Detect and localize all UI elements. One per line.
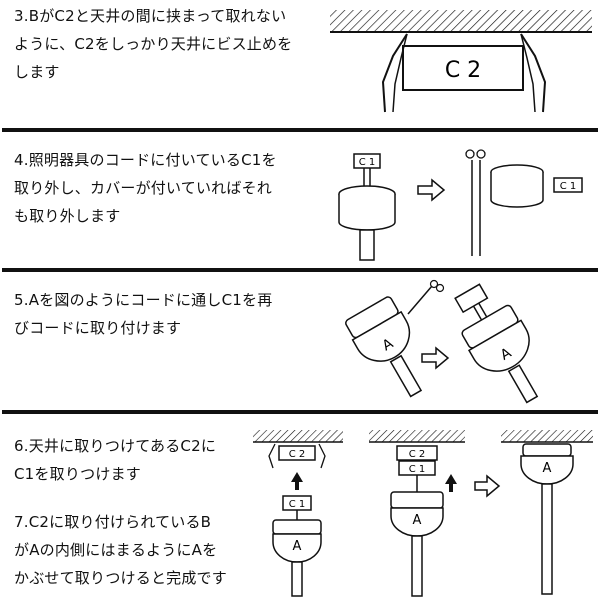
step-7-text: 7.C2に取り付けられているB がAの内側にはまるようにAを かぶせて取りつける… (14, 508, 227, 592)
c2-label-fig2: C 2 (409, 449, 426, 460)
arrow-up-icon (445, 474, 457, 492)
c2-label: C 2 (445, 58, 481, 83)
step-4-illustration: C 1 C 1 (338, 149, 583, 261)
arrow-right-icon (421, 346, 450, 370)
divider-3 (2, 410, 598, 414)
a-label-fig1: A (293, 539, 302, 554)
c1-label-a: C 1 (359, 157, 376, 168)
b-spring-left (381, 33, 408, 113)
step-4: 4.照明器具のコードに付いているC1を 取り外し、カバーが付いていればそれ も取… (0, 134, 600, 266)
step-5-illustration: A A (345, 279, 539, 404)
divider-1 (2, 128, 598, 132)
step-3: 3.BがC2と天井の間に挟まって取れない ように、C2をしっかり天井にビス止めを… (0, 0, 600, 128)
step-7-line-3: かぶせて取りつけると完成です (14, 569, 227, 587)
step-7-line-2: がAの内側にはまるようにAを (14, 541, 218, 559)
step-4-line-1: 4.照明器具のコードに付いているC1を (14, 151, 277, 169)
a-label-fig3: A (543, 461, 552, 476)
step-3-text: 3.BがC2と天井の間に挟まって取れない ように、C2をしっかり天井にビス止めを… (14, 2, 292, 86)
step-6-line-1: 6.天井に取りつけてあるC2に (14, 437, 217, 455)
c1-label-fig2: C 1 (409, 464, 426, 475)
divider-2 (2, 268, 598, 272)
c1-label-fig1: C 1 (289, 499, 306, 510)
step-5: 5.Aを図のようにコードに通しC1を再 びコードに取り付けます A A (0, 274, 600, 410)
ceiling-hatch (330, 10, 592, 32)
step-6-text: 6.天井に取りつけてあるC2に C1を取りつけます (14, 432, 216, 488)
arrow-up-icon (291, 472, 303, 490)
step-4-line-2: 取り外し、カバーが付いていればそれ (14, 179, 272, 197)
step-5-line-2: びコードに取り付けます (14, 319, 182, 337)
step-4-text: 4.照明器具のコードに付いているC1を 取り外し、カバーが付いていればそれ も取… (14, 146, 277, 230)
step-3-line-1: 3.BがC2と天井の間に挟まって取れない (14, 7, 287, 25)
step-5-line-1: 5.Aを図のようにコードに通しC1を再 (14, 291, 273, 309)
step-3-line-3: します (14, 63, 60, 81)
c2-bracket (402, 45, 524, 91)
a-label-fig2: A (413, 513, 422, 528)
b-spring-right (520, 33, 547, 113)
step-6-line-2: C1を取りつけます (14, 465, 141, 483)
step-4-line-3: も取り外します (14, 207, 121, 225)
step-5-text: 5.Aを図のようにコードに通しC1を再 びコードに取り付けます (14, 286, 272, 342)
c1-label-b: C 1 (560, 181, 577, 192)
step-3-illustration: C 2 (330, 10, 592, 113)
step-6-7-illustration: C 2 C 1 A C 2 C 1 A A (253, 430, 593, 597)
c2-label-fig1: C 2 (289, 449, 306, 460)
step-6-7: 6.天井に取りつけてあるC2に C1を取りつけます 7.C2に取り付けられている… (0, 416, 600, 600)
step-3-line-2: ように、C2をしっかり天井にビス止めを (14, 35, 293, 53)
step-7-line-1: 7.C2に取り付けられているB (14, 513, 212, 531)
arrow-right-icon (474, 474, 501, 498)
arrow-right-icon (417, 178, 446, 202)
